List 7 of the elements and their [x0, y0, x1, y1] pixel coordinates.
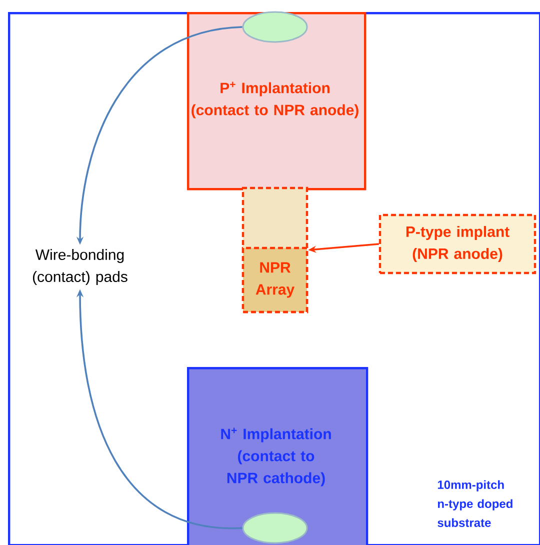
implant-box: P$^{+}$ Implantation (contact to NPR anode) — [187, 12, 366, 190]
callout-box: P-type implant (NPR anode) — [378, 214, 536, 274]
bonding-pad — [242, 11, 308, 43]
array-box: NPR Array — [242, 246, 308, 314]
implant-box: N$^{+}$ Implantation (contact to NPR cathode) — [187, 367, 368, 545]
pad-label: Wire-bonding (contact) pads — [32, 249, 128, 285]
bonding-pad — [242, 512, 308, 544]
